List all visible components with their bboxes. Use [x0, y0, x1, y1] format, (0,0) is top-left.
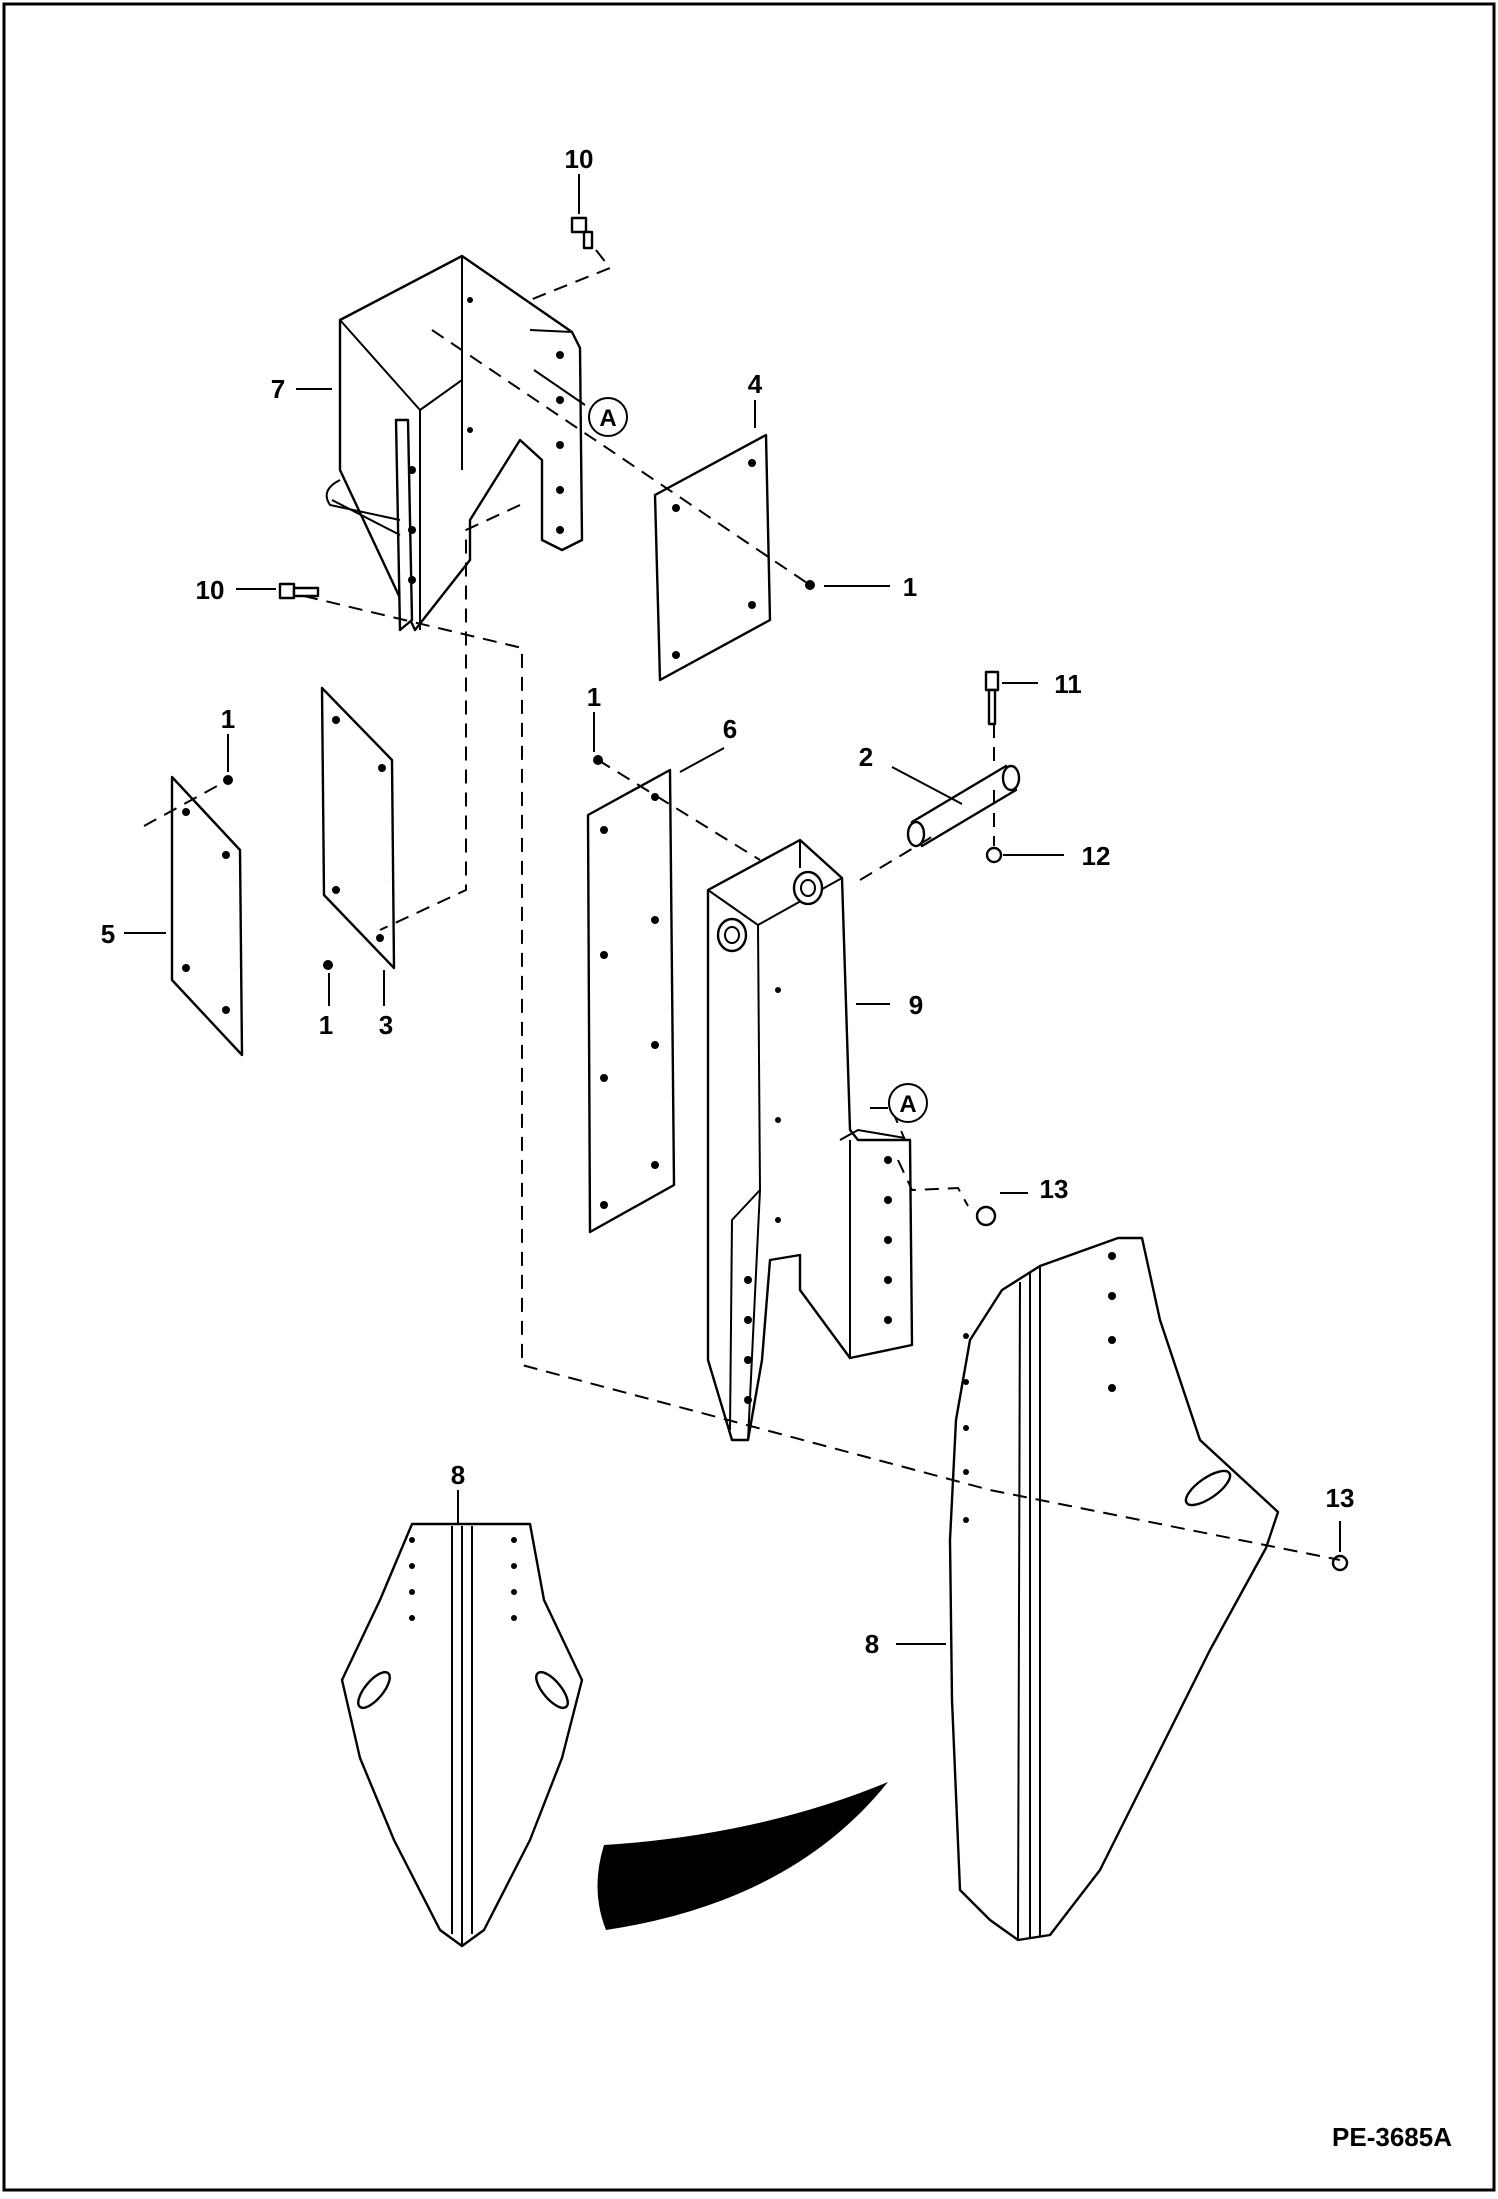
callout-4: 4 [748, 369, 763, 399]
part-12-nut [985, 846, 1003, 864]
part-8-side-view [948, 1236, 1280, 1942]
callout-7: 7 [271, 374, 285, 404]
callout-8-front: 8 [451, 1460, 465, 1490]
callout-5: 5 [101, 919, 115, 949]
leader-lines [124, 174, 1341, 1645]
callout-8-side: 8 [865, 1629, 879, 1659]
assembly-lines [143, 249, 1341, 1561]
part-3-plate [320, 686, 396, 970]
callout-11: 11 [1054, 669, 1082, 699]
part-7-upper-bracket [325, 254, 584, 632]
callout-numbers: 10 7 4 1 10 1 1 6 11 2 12 5 9 1 3 13 8 1… [101, 144, 1355, 1659]
svg-text:A: A [599, 405, 616, 432]
figure-code: PE-3685A [1332, 2122, 1452, 2152]
callout-10-top: 10 [565, 144, 594, 174]
callout-13-a: 13 [1040, 1174, 1069, 1204]
callout-1-a: 1 [903, 572, 917, 602]
part-6-long-plate [586, 768, 676, 1234]
callout-9: 9 [909, 990, 923, 1020]
callout-2: 2 [859, 742, 873, 772]
callout-10-left: 10 [196, 575, 225, 605]
part-4-plate [653, 433, 772, 682]
rotation-arrow [597, 1782, 888, 1930]
svg-text:A: A [899, 1091, 916, 1118]
callout-1-b: 1 [221, 704, 235, 734]
part-10-bolt-top [570, 216, 594, 250]
part-10-bolt-left [278, 582, 320, 600]
detail-marker-a-upper: A [588, 397, 628, 437]
detail-marker-a-lower: A [888, 1083, 928, 1123]
callout-1-c: 1 [587, 682, 601, 712]
callout-12: 12 [1082, 841, 1111, 871]
callout-13-b: 13 [1326, 1483, 1355, 1513]
part-9-arm [706, 838, 914, 1442]
callout-6: 6 [723, 714, 737, 744]
callout-3: 3 [379, 1010, 393, 1040]
part-2-pin [906, 764, 1021, 848]
part-5-plate [170, 775, 244, 1057]
callout-1-d: 1 [319, 1010, 333, 1040]
part-11-bolt [984, 670, 1000, 726]
part-8-front-view [340, 1522, 584, 1948]
